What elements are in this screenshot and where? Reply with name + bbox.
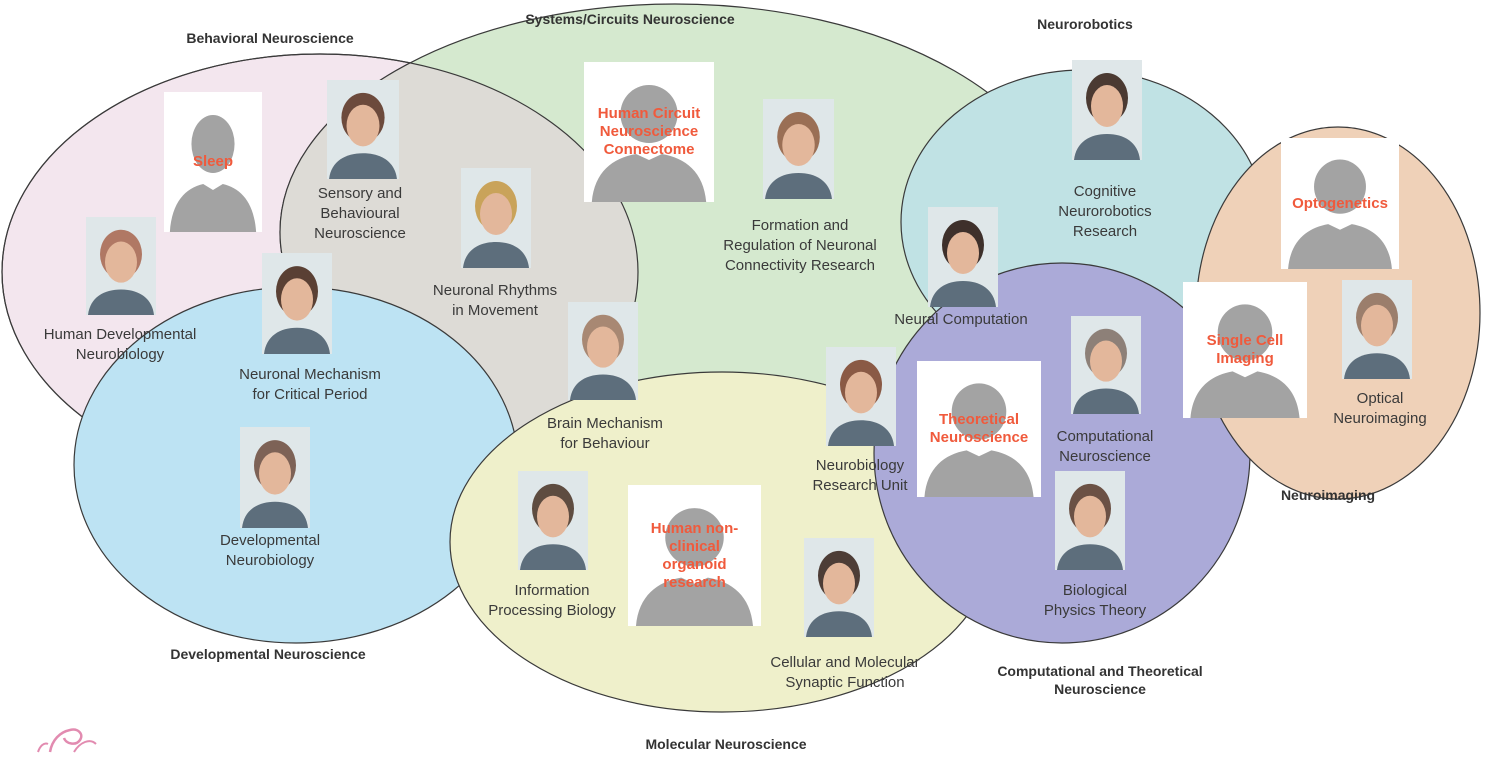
label-human-developmental: Human Developmental Neurobiology <box>43 326 197 363</box>
label-information-processing: Information Processing Biology <box>488 582 616 619</box>
person-silhouette-icon <box>1183 282 1307 418</box>
portrait-developmental-neurobiology[interactable] <box>240 427 310 528</box>
portrait-human-developmental[interactable] <box>86 217 156 315</box>
open-position-optogenetics-label: Optogenetics <box>1292 194 1388 212</box>
person-silhouette-icon <box>1281 138 1399 269</box>
portrait-icon <box>1072 60 1142 160</box>
portrait-icon <box>826 347 896 446</box>
portrait-icon <box>86 217 156 315</box>
portrait-biological-physics[interactable] <box>1055 471 1125 570</box>
portrait-icon <box>1342 280 1412 379</box>
open-position-organoid-label: Human non- clinical organoid research <box>650 519 739 591</box>
open-position-theoretical[interactable]: Theoretical Neuroscience <box>917 361 1041 497</box>
portrait-icon <box>763 99 834 199</box>
portrait-icon <box>240 427 310 528</box>
portrait-icon <box>1055 471 1125 570</box>
neurorobotics-title: Neurorobotics <box>1037 16 1133 32</box>
portrait-icon <box>928 207 998 307</box>
portrait-sensory-behavioural[interactable] <box>327 80 399 179</box>
label-neural-computation: Neural Computation <box>894 311 1028 328</box>
person-silhouette-icon <box>164 92 262 232</box>
open-position-single-cell[interactable]: Single Cell Imaging <box>1183 282 1307 418</box>
portrait-icon <box>461 168 531 268</box>
person-silhouette-icon <box>628 485 761 626</box>
portrait-brain-mechanism[interactable] <box>568 302 638 400</box>
portrait-icon <box>518 471 588 570</box>
open-position-organoid[interactable]: Human non- clinical organoid research <box>628 485 761 626</box>
portrait-icon <box>262 253 332 354</box>
portrait-information-processing[interactable] <box>518 471 588 570</box>
portrait-critical-period[interactable] <box>262 253 332 354</box>
open-position-human-circuit-label: Human Circuit Neuroscience Connectome <box>597 105 701 158</box>
label-computational-neuroscience: Computational Neuroscience <box>1056 428 1154 465</box>
portrait-icon <box>327 80 399 179</box>
open-position-single-cell-label: Single Cell Imaging <box>1206 332 1284 367</box>
molecular-title: Molecular Neuroscience <box>645 736 807 752</box>
portrait-icon <box>1071 316 1141 414</box>
portrait-icon <box>804 538 874 637</box>
portrait-computational-neuroscience[interactable] <box>1071 316 1141 414</box>
open-position-optogenetics[interactable]: Optogenetics <box>1281 138 1399 269</box>
label-optical-neuroimaging: Optical Neuroimaging <box>1333 390 1427 427</box>
label-developmental-neurobiology: Developmental Neurobiology <box>219 532 321 569</box>
portrait-formation-regulation[interactable] <box>763 99 834 199</box>
portrait-cognitive-neurorobotics[interactable] <box>1072 60 1142 160</box>
developmental-title: Developmental Neuroscience <box>170 646 366 662</box>
label-critical-period: Neuronal Mechanism for Critical Period <box>239 366 381 403</box>
label-sensory-behavioural: Sensory and Behavioural Neuroscience <box>314 185 406 242</box>
label-neurobiology-research: Neurobiology Research Unit <box>812 457 908 494</box>
portrait-optical-neuroimaging[interactable] <box>1342 280 1412 379</box>
person-silhouette-icon <box>917 361 1041 497</box>
label-formation-regulation: Formation and Regulation of Neuronal Con… <box>723 217 877 274</box>
portrait-neural-computation[interactable] <box>928 207 998 307</box>
open-position-human-circuit[interactable]: Human Circuit Neuroscience Connectome <box>584 62 714 202</box>
open-position-theoretical-label: Theoretical Neuroscience <box>929 411 1029 446</box>
open-position-sleep[interactable]: Sleep <box>164 92 262 232</box>
label-cognitive-neurorobotics: Cognitive Neurorobotics Research <box>1058 183 1152 240</box>
portrait-icon <box>568 302 638 400</box>
portrait-neurobiology-research[interactable] <box>826 347 896 446</box>
label-neuronal-rhythms: Neuronal Rhythms in Movement <box>432 282 558 319</box>
open-position-sleep-label: Sleep <box>192 153 234 170</box>
behavioral-systems-overlap <box>279 54 638 461</box>
person-silhouette-icon <box>584 62 714 202</box>
logo-icon <box>30 722 160 754</box>
neuroimaging-title: Neuroimaging <box>1280 487 1376 503</box>
computational-title: Computational and Theoretical Neuroscien… <box>997 663 1203 697</box>
behavioral-title: Behavioral Neuroscience <box>186 30 354 46</box>
label-brain-mechanism: Brain Mechanism for Behaviour <box>547 415 663 452</box>
label-biological-physics: Biological Physics Theory <box>1043 582 1147 619</box>
label-cellular-molecular: Cellular and Molecular Synaptic Function <box>770 654 920 691</box>
systems-title: Systems/Circuits Neuroscience <box>525 11 735 27</box>
portrait-neuronal-rhythms[interactable] <box>461 168 531 268</box>
portrait-cellular-molecular[interactable] <box>804 538 874 637</box>
